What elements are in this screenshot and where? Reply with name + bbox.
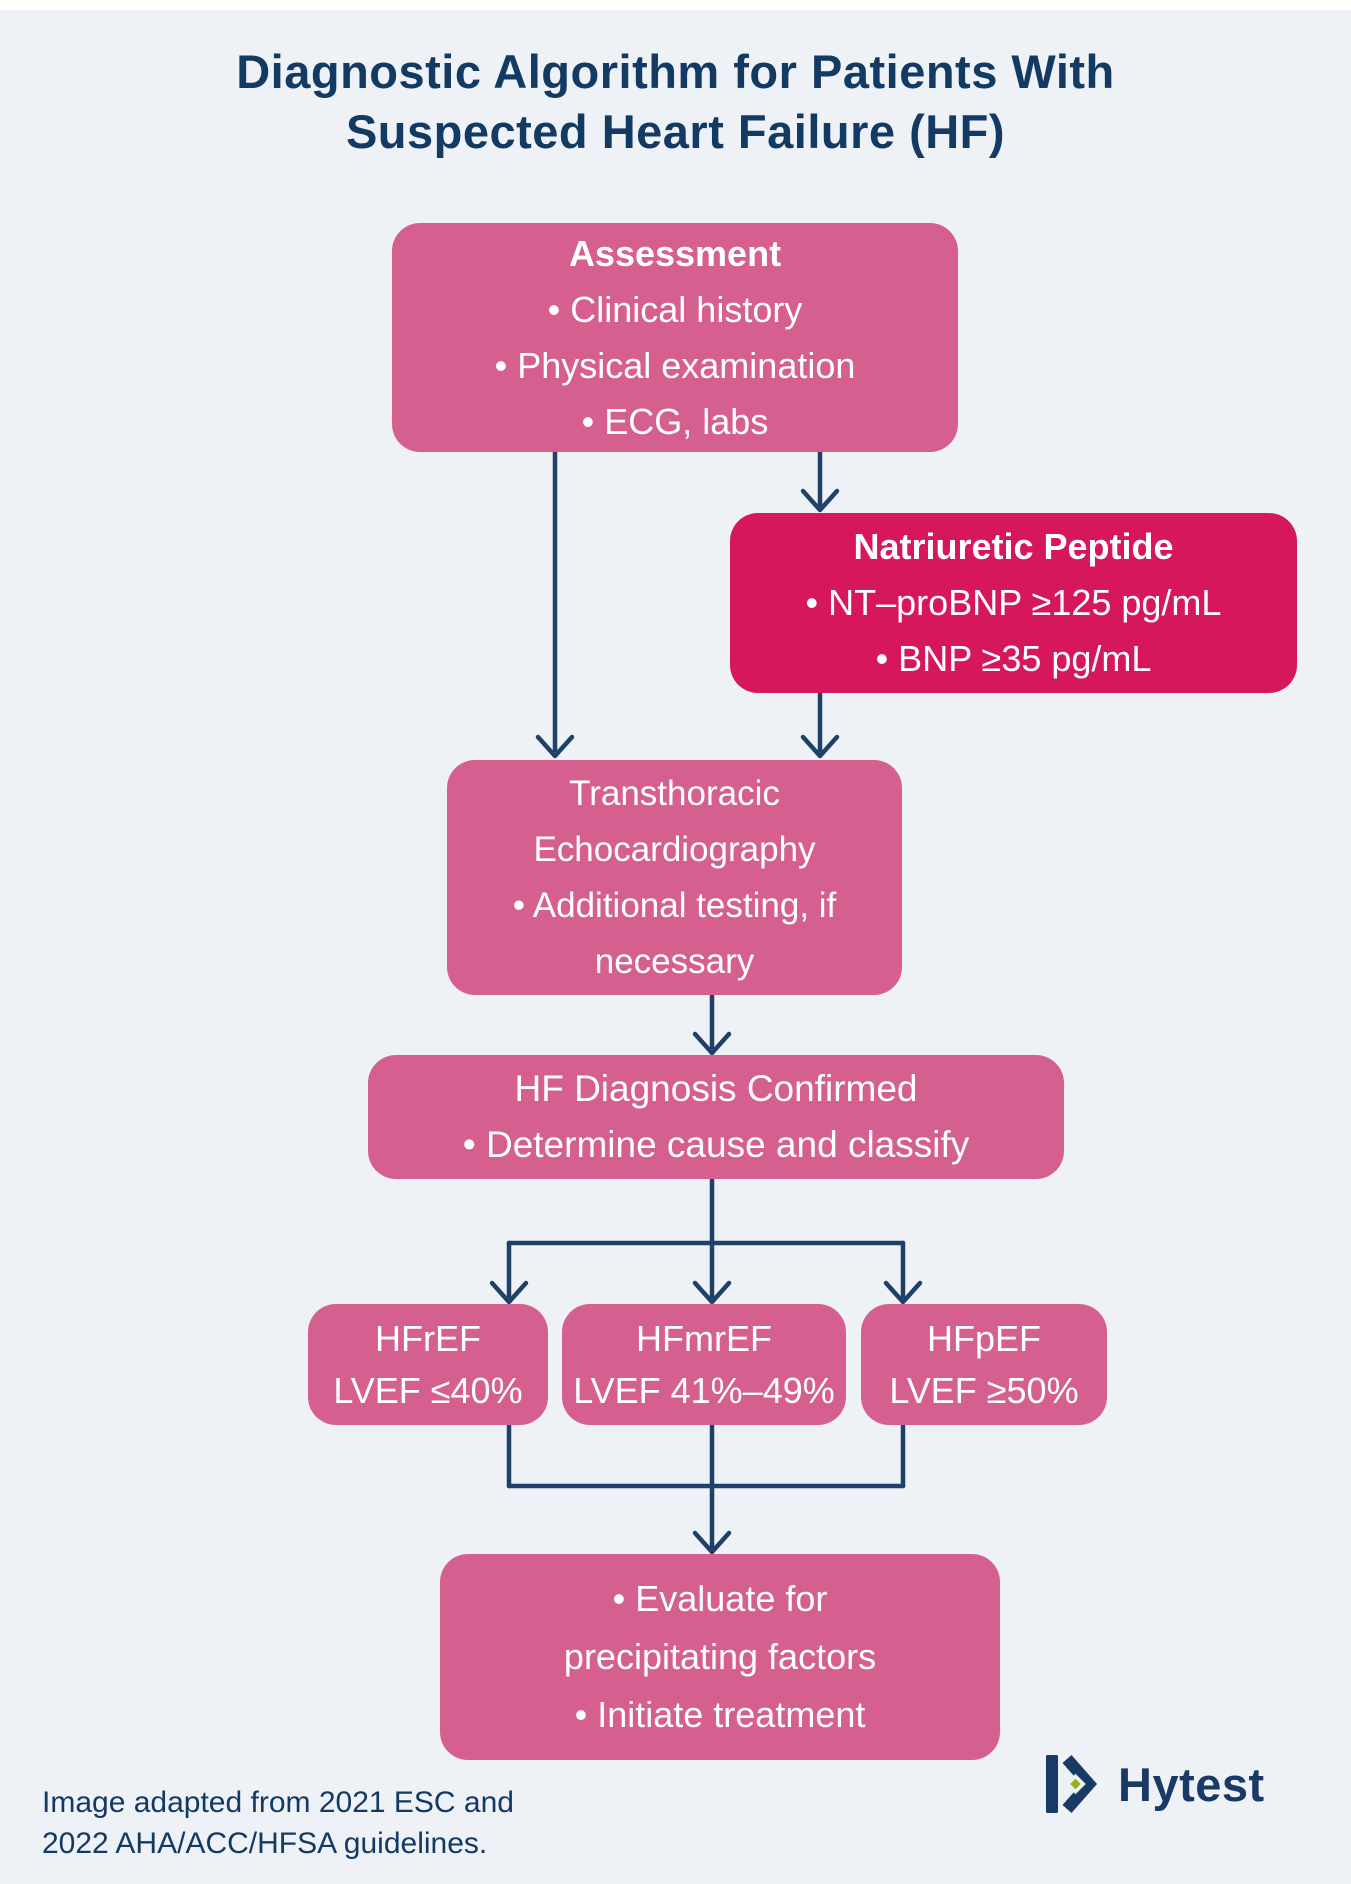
green-diamond-icon <box>1065 1773 1086 1795</box>
echocardiography-line: necessary <box>594 941 755 981</box>
assessment-bullet: • ECG, labs <box>581 400 769 442</box>
treatment-line: • Initiate treatment <box>574 1694 866 1735</box>
hfpef-box: HFpEF LVEF ≥50% <box>861 1304 1107 1425</box>
hytest-logo-text: Hytest <box>1118 1757 1265 1811</box>
arrowhead-icon <box>535 734 575 759</box>
hytest-logo: Hytest <box>1046 1754 1265 1814</box>
hfpef-line: HFpEF <box>926 1317 1041 1359</box>
hfmref-line: LVEF 41%–49% <box>573 1369 835 1411</box>
logo-k-bar <box>1046 1755 1058 1813</box>
connector-diagnosis-split <box>489 1176 923 1305</box>
arrowhead-icon <box>692 1031 732 1056</box>
hfmref-box: HFmrEF LVEF 41%–49% <box>562 1304 846 1425</box>
treatment-line: precipitating factors <box>563 1636 877 1677</box>
connector-echo-to-diagnosis <box>692 992 732 1056</box>
connector-natriuretic-to-echo <box>800 690 840 759</box>
hfpef-line: LVEF ≥50% <box>889 1369 1079 1411</box>
source-note: Image adapted from 2021 ESC and 2022 AHA… <box>42 1782 514 1864</box>
page-title-line-2: Suspected Heart Failure (HF) <box>345 105 1006 158</box>
assessment-title: Assessment <box>568 232 782 274</box>
echocardiography-line: • Additional testing, if <box>512 885 837 925</box>
connector-assessment-to-natriuretic <box>800 449 840 513</box>
hfref-box: HFrEF LVEF ≤40% <box>308 1304 548 1425</box>
arrowhead-icon <box>692 1280 732 1305</box>
logo-k-chevron <box>1062 1755 1097 1813</box>
arrowhead-icon <box>883 1280 923 1305</box>
arrowhead-icon <box>692 1530 732 1555</box>
page-title-line-1: Diagnostic Algorithm for Patients With <box>236 45 1115 98</box>
natriuretic-peptide-bullet: • BNP ≥35 pg/mL <box>875 638 1152 679</box>
hytest-logo-mark <box>1046 1755 1097 1813</box>
connector-assessment-to-echo <box>535 449 575 759</box>
natriuretic-peptide-title: Natriuretic Peptide <box>853 526 1174 567</box>
top-white-strip <box>0 0 1351 10</box>
assessment-bullet: • Physical examination <box>494 344 856 386</box>
treatment-line: • Evaluate for <box>612 1578 828 1619</box>
assessment-box: Assessment • Clinical history • Physical… <box>392 223 958 452</box>
diagnosis-confirmed-box: HF Diagnosis Confirmed • Determine cause… <box>368 1055 1064 1179</box>
natriuretic-peptide-box: Natriuretic Peptide • NT–proBNP ≥125 pg/… <box>730 513 1297 693</box>
echocardiography-box: Transthoracic Echocardiography • Additio… <box>447 760 902 995</box>
hfref-line: HFrEF <box>375 1317 481 1359</box>
assessment-bullet: • Clinical history <box>547 288 803 330</box>
source-note-line-2: 2022 AHA/ACC/HFSA guidelines. <box>42 1827 488 1860</box>
connector-classes-merge-to-treatment <box>506 1422 906 1555</box>
diagnosis-confirmed-line: • Determine cause and classify <box>462 1124 970 1165</box>
diagnosis-confirmed-line: HF Diagnosis Confirmed <box>514 1068 918 1109</box>
hfref-line: LVEF ≤40% <box>333 1369 523 1411</box>
treatment-box: • Evaluate for precipitating factors • I… <box>440 1554 1000 1760</box>
source-note-line-1: Image adapted from 2021 ESC and <box>42 1786 514 1819</box>
echocardiography-line: Echocardiography <box>533 829 816 869</box>
arrowhead-icon <box>800 488 840 513</box>
arrowhead-icon <box>800 734 840 759</box>
page-title: Diagnostic Algorithm for Patients With S… <box>0 42 1351 162</box>
arrowhead-icon <box>489 1280 529 1305</box>
echocardiography-line: Transthoracic <box>569 773 780 813</box>
hfmref-line: HFmrEF <box>636 1317 772 1359</box>
natriuretic-peptide-bullet: • NT–proBNP ≥125 pg/mL <box>805 582 1222 623</box>
